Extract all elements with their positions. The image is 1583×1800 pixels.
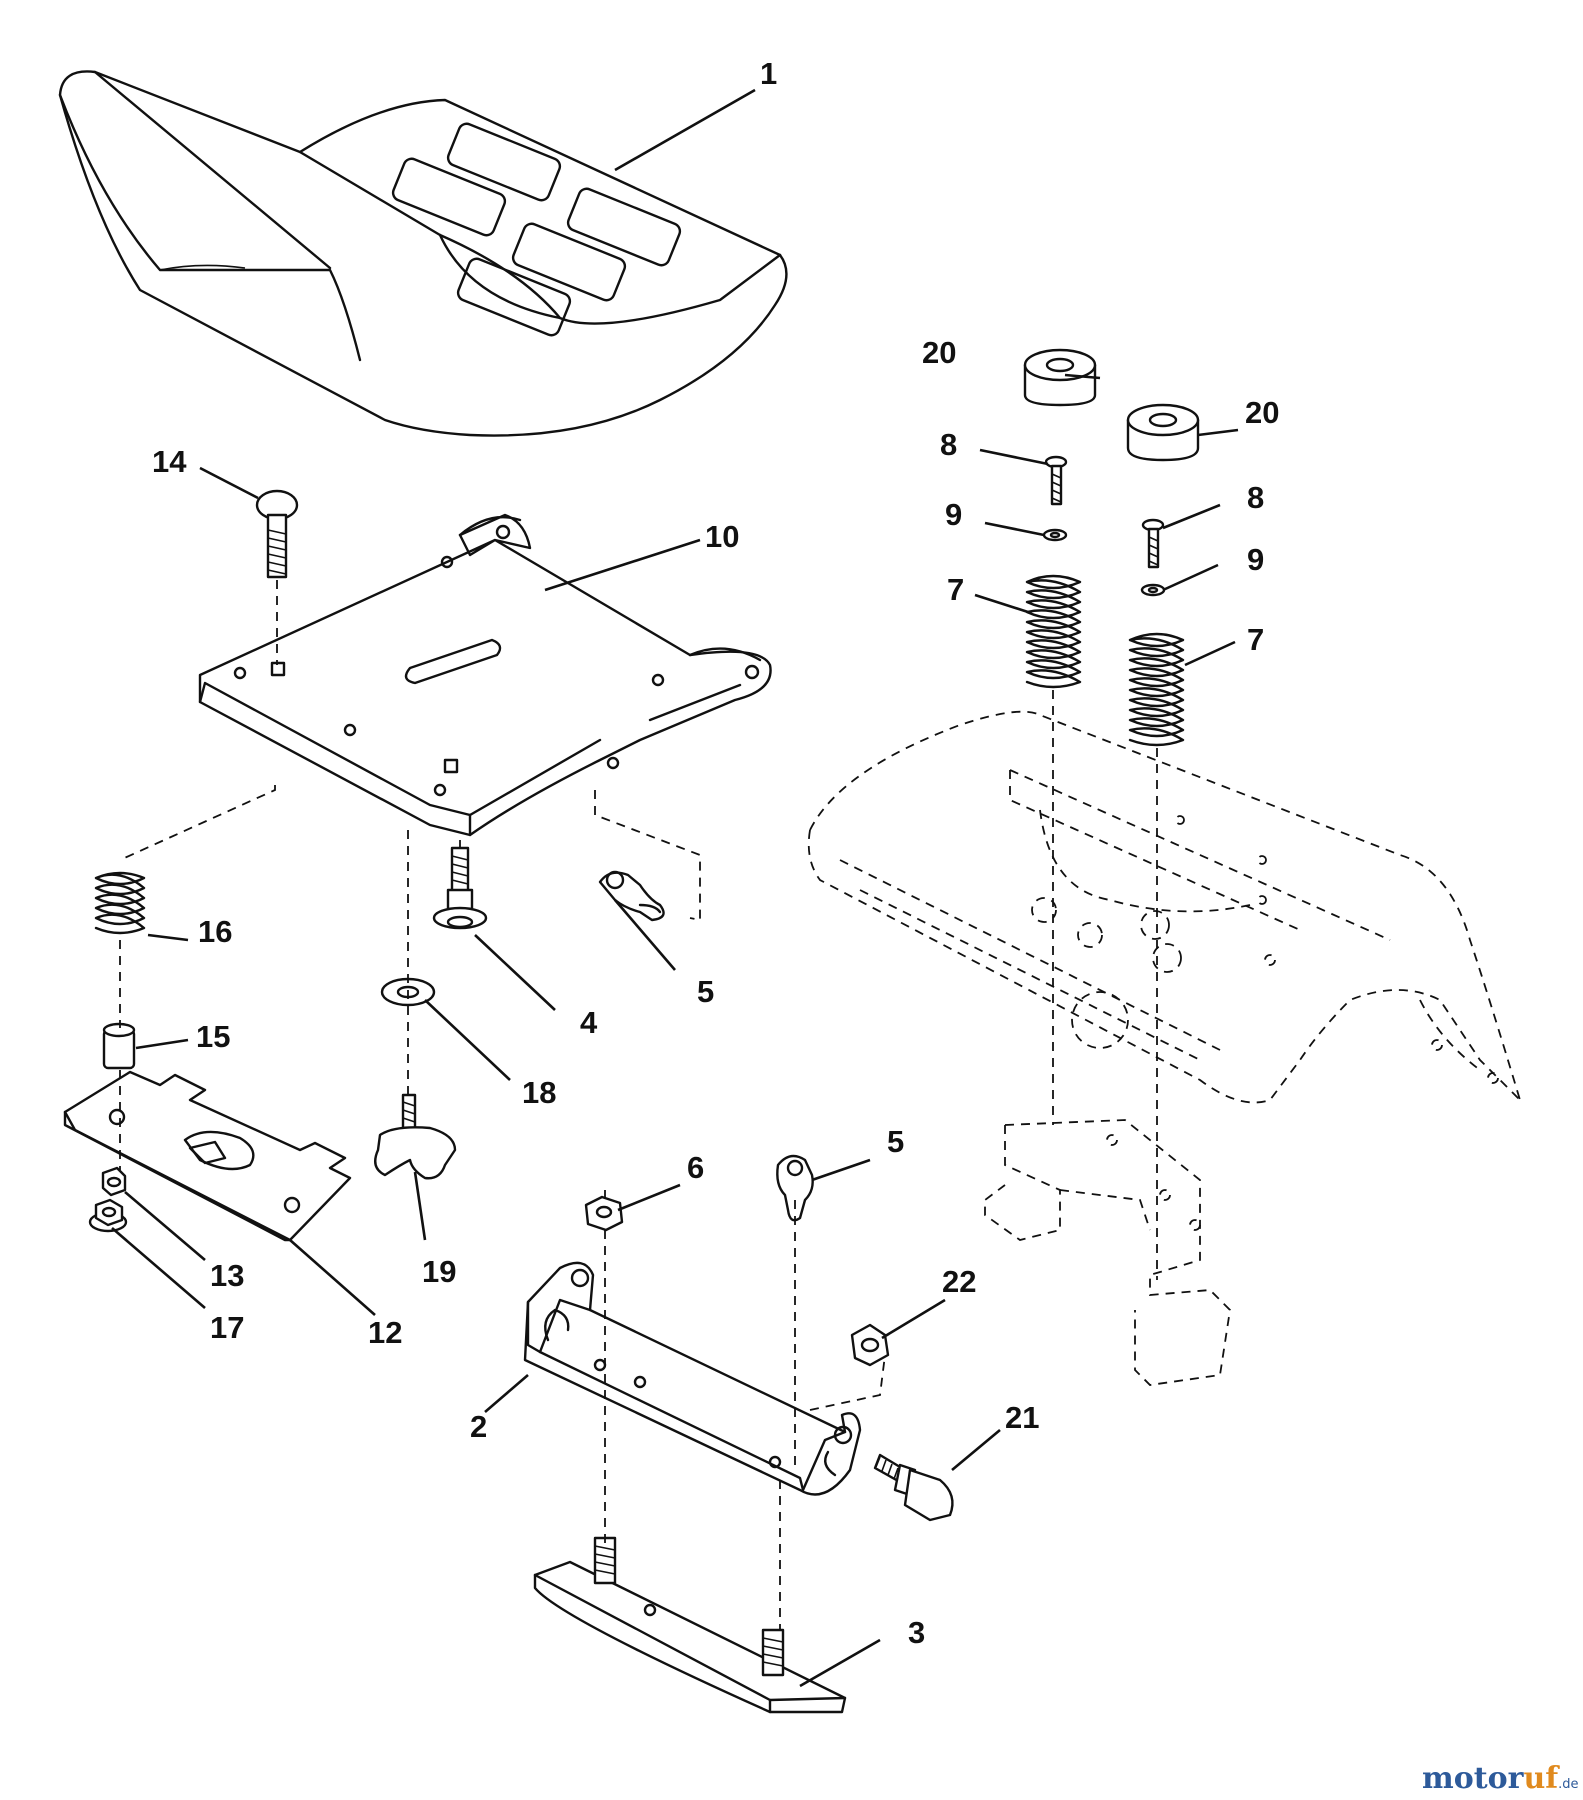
callout-5-lower: 5 bbox=[887, 1124, 904, 1159]
shoulder-bolt bbox=[432, 846, 488, 930]
mounting-plate bbox=[533, 1536, 847, 1714]
callout-15: 15 bbox=[196, 1019, 230, 1054]
watermark-blue: motor bbox=[1422, 1761, 1525, 1796]
compression-spring-right bbox=[1128, 632, 1185, 747]
spring-clip-lower bbox=[776, 1154, 814, 1222]
callout-2: 2 bbox=[470, 1409, 487, 1444]
callout-1: 1 bbox=[760, 56, 777, 91]
spacer bbox=[102, 1022, 136, 1070]
callout-9-right: 9 bbox=[1247, 542, 1264, 577]
flange-nut-13 bbox=[101, 1166, 127, 1197]
watermark: motoruf.de bbox=[1422, 1761, 1579, 1796]
callout-8-right: 8 bbox=[1247, 480, 1264, 515]
callout-13: 13 bbox=[210, 1258, 244, 1293]
washer-left bbox=[1042, 528, 1068, 542]
callout-16: 16 bbox=[198, 914, 232, 949]
svg-text:motoruf.de: motoruf.de bbox=[1422, 1761, 1579, 1796]
callout-20-left: 20 bbox=[922, 335, 956, 370]
watermark-suffix: .de bbox=[1558, 1777, 1578, 1792]
callout-17: 17 bbox=[210, 1310, 244, 1345]
fender-outline bbox=[807, 710, 1521, 1104]
screw-left bbox=[1044, 455, 1068, 506]
carriage-bolt bbox=[255, 489, 299, 579]
rubber-bumper-right bbox=[1126, 403, 1200, 462]
assembly-centerlines bbox=[119, 580, 1158, 1630]
adjustment-knob bbox=[374, 1093, 457, 1180]
callout-9-left: 9 bbox=[945, 497, 962, 532]
washer-right bbox=[1140, 583, 1166, 597]
hex-nut-6 bbox=[584, 1195, 624, 1232]
callout-3: 3 bbox=[908, 1615, 925, 1650]
hex-shoulder-bolt bbox=[873, 1453, 954, 1522]
callout-6: 6 bbox=[687, 1150, 704, 1185]
seat bbox=[58, 70, 788, 437]
spring-clip-upper bbox=[598, 870, 665, 922]
frame-bracket-outline bbox=[984, 1119, 1231, 1386]
pivot-bracket bbox=[523, 1261, 862, 1496]
seat-grip-pads bbox=[391, 122, 682, 337]
rubber-bumper-left bbox=[1023, 348, 1097, 407]
callout-19: 19 bbox=[422, 1254, 456, 1289]
callout-5-upper: 5 bbox=[697, 974, 714, 1009]
callout-8-left: 8 bbox=[940, 427, 957, 462]
compression-spring-small bbox=[94, 871, 146, 935]
compression-spring-left bbox=[1025, 574, 1082, 689]
callout-7-left: 7 bbox=[947, 572, 964, 607]
callout-7-right: 7 bbox=[1247, 622, 1264, 657]
callout-21: 21 bbox=[1005, 1400, 1039, 1435]
callout-14: 14 bbox=[152, 444, 187, 479]
callout-18: 18 bbox=[522, 1075, 556, 1110]
seat-pan bbox=[198, 513, 772, 837]
leader-lines bbox=[111, 88, 1239, 1688]
seat-bracket-plate bbox=[63, 1070, 352, 1242]
lock-nut-17 bbox=[88, 1198, 128, 1233]
callout-12: 12 bbox=[368, 1315, 402, 1350]
watermark-orange: uf bbox=[1523, 1761, 1560, 1796]
screw-right bbox=[1141, 518, 1165, 569]
callout-22: 22 bbox=[942, 1264, 976, 1299]
callout-labels: 1 14 10 20 20 8 8 9 9 7 7 16 15 4 5 18 1… bbox=[152, 56, 1279, 1650]
hex-nut-22 bbox=[850, 1323, 890, 1367]
callout-20-right: 20 bbox=[1245, 395, 1279, 430]
callout-4: 4 bbox=[580, 1005, 598, 1040]
callout-10: 10 bbox=[705, 519, 739, 554]
